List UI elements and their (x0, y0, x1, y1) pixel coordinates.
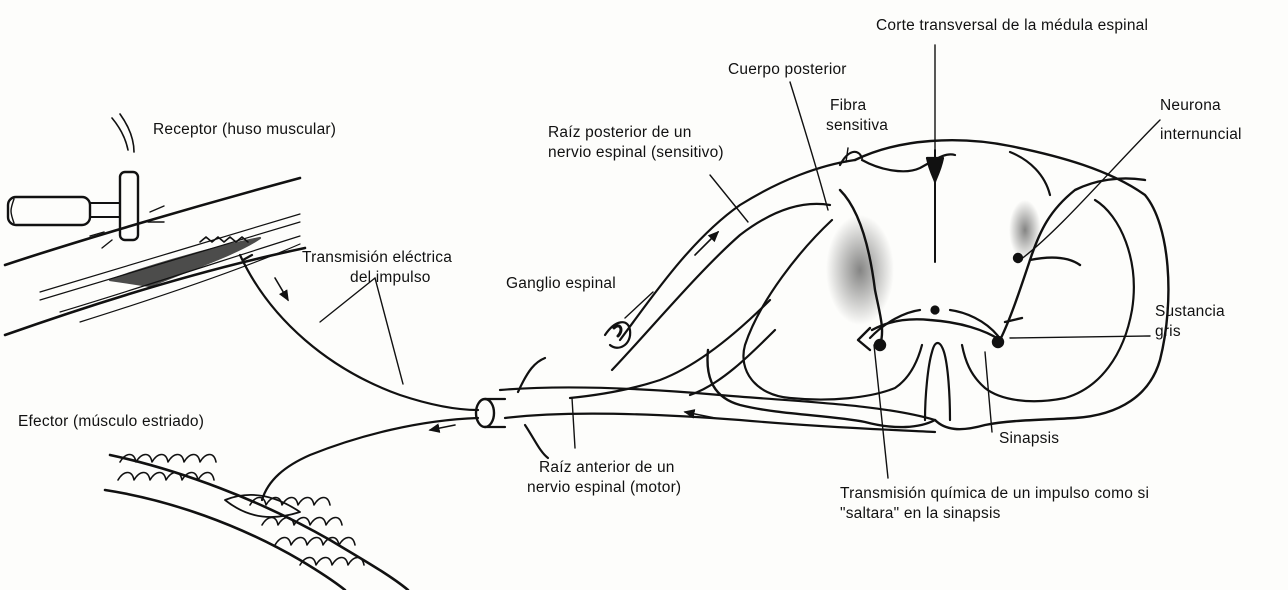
label-posterior-body: Cuerpo posterior (728, 60, 847, 80)
label-sensory-fiber-line1: Fibra (826, 96, 888, 116)
label-chemical-transmission-line1: Transmisión química de un impulso como s… (840, 484, 1149, 504)
receptor-muscle (5, 178, 305, 335)
label-effector: Efector (músculo estriado) (18, 412, 204, 432)
posterior-root (612, 152, 862, 370)
label-receptor: Receptor (huso muscular) (153, 120, 336, 140)
label-electrical-transmission: Transmisión eléctrica del impulso (302, 248, 452, 288)
label-electrical-transmission-line2: del impulso (302, 268, 452, 288)
label-sensory-fiber: Fibra sensitiva (826, 96, 888, 136)
nerve-trunk-cut (476, 399, 505, 427)
label-posterior-root: Raíz posterior de un nervio espinal (sen… (548, 123, 724, 163)
label-interneuron-line2: internuncial (1160, 125, 1242, 145)
anterior-root (500, 300, 935, 458)
label-posterior-root-line1: Raíz posterior de un (548, 123, 724, 143)
effector-muscle (105, 455, 408, 590)
spinal-ganglion (605, 322, 630, 348)
reflex-hammer-icon (8, 114, 164, 248)
label-spinal-ganglion: Ganglio espinal (506, 274, 616, 294)
label-anterior-root: Raíz anterior de un nervio espinal (moto… (527, 458, 681, 498)
label-anterior-root-line1: Raíz anterior de un (527, 458, 681, 478)
efferent-fiber (262, 418, 478, 500)
label-chemical-transmission: Transmisión química de un impulso como s… (840, 484, 1149, 524)
label-interneuron: Neurona internuncial (1160, 96, 1242, 145)
label-posterior-root-line2: nervio espinal (sensitivo) (548, 143, 724, 163)
label-gray-matter: Sustancia gris (1155, 302, 1225, 342)
label-chemical-transmission-line2: "saltara" en la sinapsis (840, 504, 1149, 524)
label-gray-matter-line2: gris (1155, 322, 1225, 342)
label-synapse: Sinapsis (999, 429, 1059, 449)
label-gray-matter-line1: Sustancia (1155, 302, 1225, 322)
label-electrical-transmission-line1: Transmisión eléctrica (302, 248, 452, 268)
label-sensory-fiber-line2: sensitiva (826, 116, 888, 136)
label-anterior-root-line2: nervio espinal (motor) (527, 478, 681, 498)
label-interneuron-line1: Neurona (1160, 96, 1242, 116)
label-spinal-cord-section: Corte transversal de la médula espinal (876, 16, 1148, 36)
